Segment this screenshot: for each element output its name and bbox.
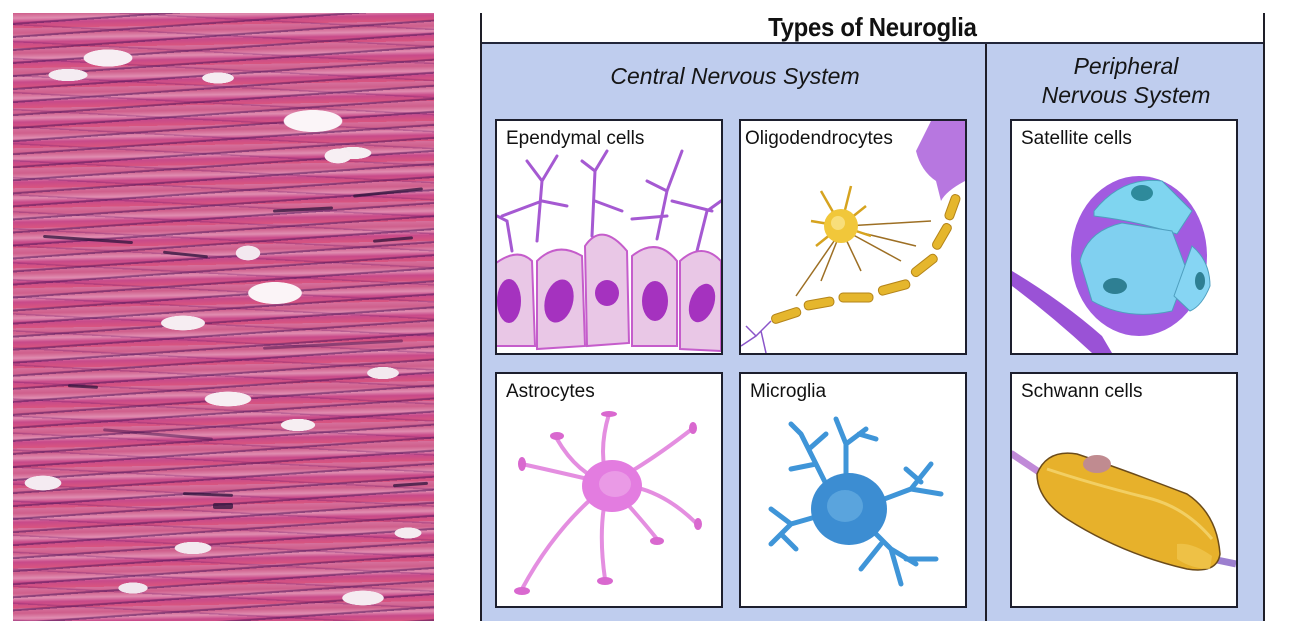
- ependymal-cell-illustration: [497, 149, 721, 353]
- astrocyte-illustration: [514, 411, 702, 595]
- cell-label: Astrocytes: [506, 381, 595, 402]
- cell-label: Oligodendrocytes: [745, 128, 893, 149]
- cell-label: Satellite cells: [1021, 128, 1132, 149]
- frame-left-border: [480, 13, 482, 621]
- ependymal-cells-card: Ependymal cells: [495, 119, 723, 355]
- cell-label: Schwann cells: [1021, 381, 1143, 402]
- pns-heading-line1: Peripheral: [1073, 53, 1179, 79]
- pns-heading: Peripheral Nervous System: [992, 52, 1260, 110]
- cns-heading: Central Nervous System: [610, 63, 860, 89]
- satellite-cells-card: Satellite cells: [1010, 119, 1238, 355]
- frame-right-border: [1263, 13, 1265, 621]
- astrocytes-card: Astrocytes: [495, 372, 723, 608]
- satellite-cell-illustration: [1012, 176, 1211, 353]
- cell-label: Ependymal cells: [506, 128, 645, 149]
- section-divider: [985, 44, 987, 621]
- header-divider: [480, 42, 1265, 44]
- microglia-card: Microglia: [739, 372, 967, 608]
- histology-micrograph: [13, 13, 434, 621]
- title-row: Types of Neuroglia: [482, 13, 1263, 42]
- microglia-illustration: [768, 416, 944, 587]
- cell-label: Microglia: [750, 381, 827, 402]
- oligodendrocyte-illustration: [741, 121, 965, 353]
- schwann-cell-illustration: [1012, 450, 1236, 571]
- diagram-title: Types of Neuroglia: [768, 12, 977, 42]
- schwann-cells-card: Schwann cells: [1010, 372, 1238, 608]
- neuroglia-diagram: Types of Neuroglia Central Nervous Syste…: [480, 13, 1265, 621]
- oligodendrocytes-card: Oligodendrocytes: [739, 119, 967, 355]
- pns-heading-line2: Nervous System: [1041, 82, 1211, 108]
